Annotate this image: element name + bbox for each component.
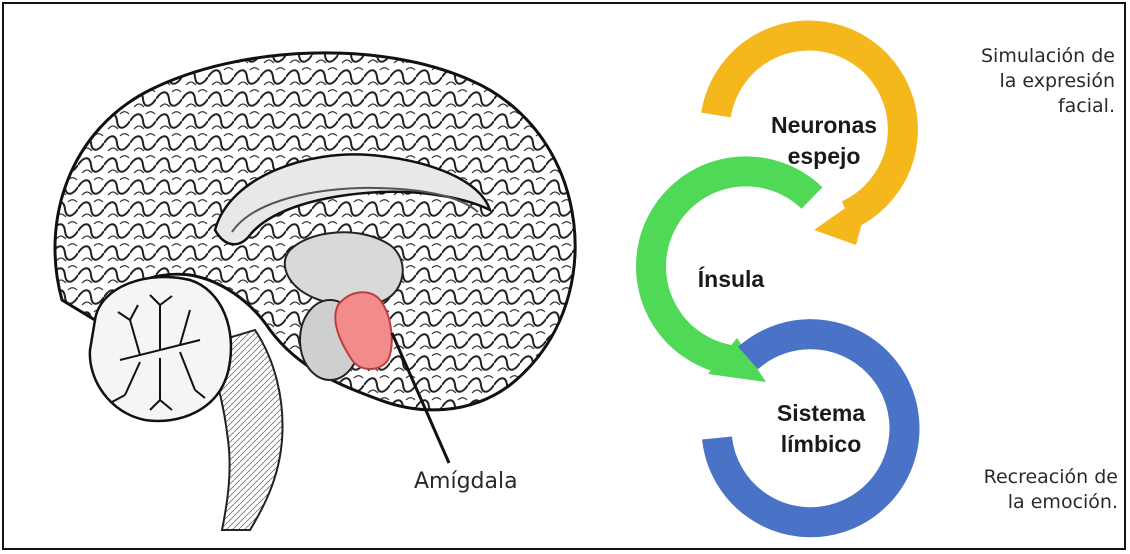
amygdala-label: Amígdala [414, 469, 518, 494]
node-label-sistema-limbico: Sistema límbico [746, 398, 896, 460]
node-label-line: límbico [746, 429, 896, 460]
brain-illustration [55, 53, 575, 530]
annotation-line: Recreación de [950, 465, 1118, 490]
node-label-line: Ínsula [676, 264, 786, 295]
node-label-insula: Ínsula [676, 264, 786, 295]
annotation-top: Simulación de la expresión facial. [950, 44, 1115, 119]
node-label-line: Sistema [746, 398, 896, 429]
annotation-line: la emoción. [950, 490, 1118, 515]
node-label-line: espejo [744, 141, 904, 172]
annotation-line: facial. [950, 94, 1115, 119]
annotation-line: la expresión [950, 69, 1115, 94]
annotation-line: Simulación de [950, 44, 1115, 69]
node-label-neuronas-espejo: Neuronas espejo [744, 110, 904, 172]
annotation-bottom: Recreación de la emoción. [950, 465, 1118, 515]
node-label-line: Neuronas [744, 110, 904, 141]
